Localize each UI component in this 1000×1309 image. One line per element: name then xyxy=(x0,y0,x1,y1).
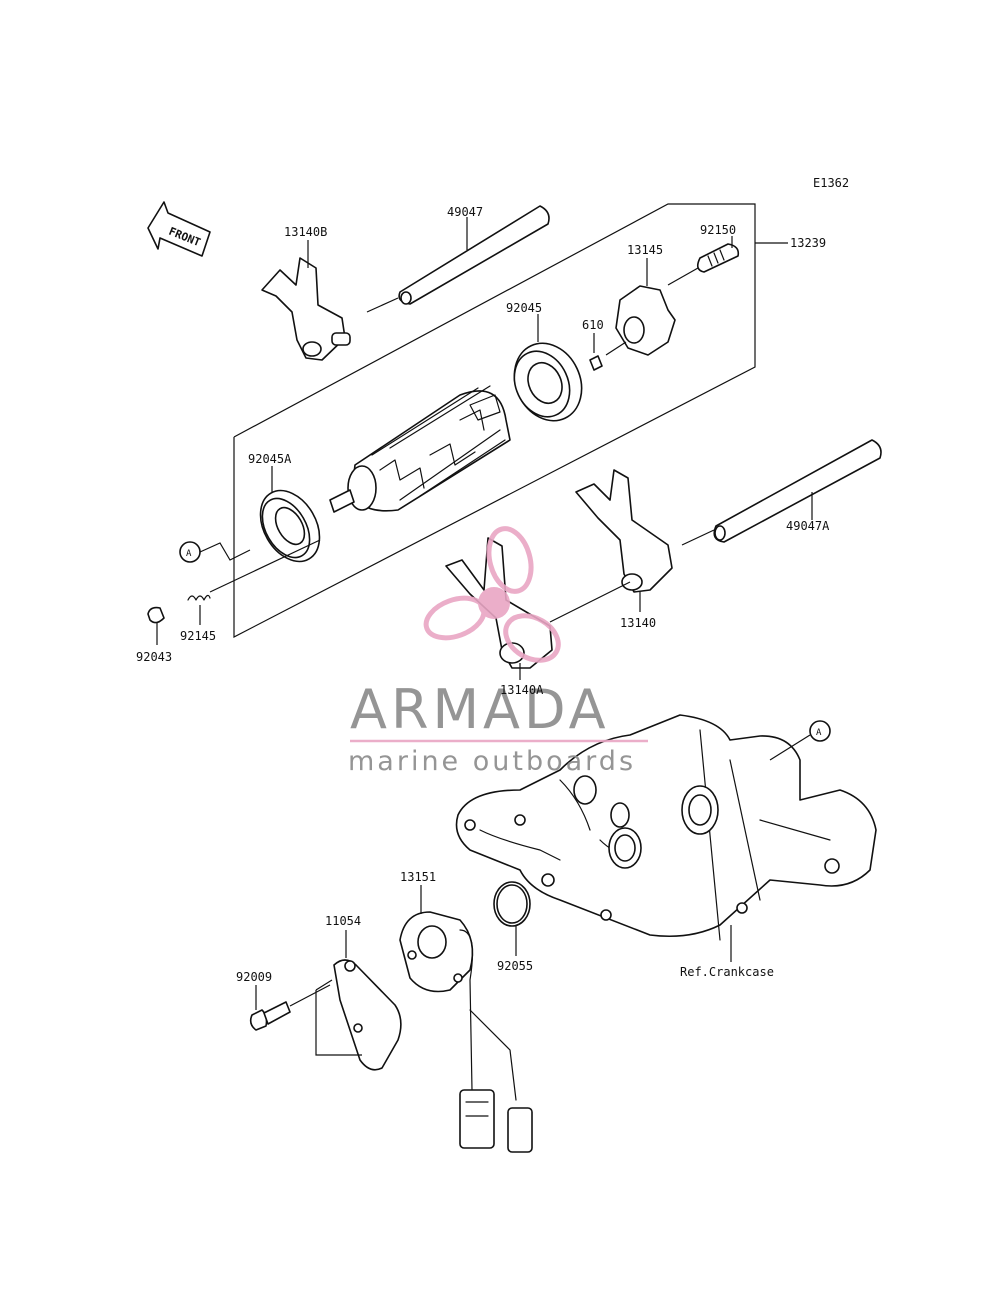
label-92045a: 92045A xyxy=(248,452,292,466)
label-92009: 92009 xyxy=(236,970,272,984)
label-92055: 92055 xyxy=(497,959,533,973)
bearing-92045 xyxy=(513,314,583,422)
propeller-logo-icon xyxy=(423,526,561,663)
label-13140a: 13140A xyxy=(500,683,544,697)
label-92043: 92043 xyxy=(136,650,172,664)
ref-mark-a-upper: A xyxy=(179,541,251,563)
label-13145: 13145 xyxy=(627,243,663,257)
part-labels: 13140B 49047 13145 92150 13239 92045 610… xyxy=(136,205,830,984)
bearing-92045a xyxy=(259,466,321,563)
label-610: 610 xyxy=(582,318,604,332)
label-49047: 49047 xyxy=(447,205,483,219)
bolt-92150 xyxy=(667,236,740,286)
ref-mark-a-lower: A xyxy=(769,720,831,761)
o-ring-92055 xyxy=(493,881,531,956)
drum-cam-13145 xyxy=(605,258,676,356)
watermark-tagline: marine outboards xyxy=(348,746,636,777)
shift-drum xyxy=(329,385,511,513)
label-13239: 13239 xyxy=(790,236,826,250)
watermark-brand: ARMADA xyxy=(350,678,610,741)
front-arrow-icon: FRONT xyxy=(147,201,211,257)
label-13140: 13140 xyxy=(620,616,656,630)
shift-rod-49047 xyxy=(366,205,550,313)
pin-610 xyxy=(589,333,603,371)
svg-text:A: A xyxy=(186,549,192,559)
shift-rod-49047a xyxy=(681,439,882,546)
label-11054: 11054 xyxy=(325,914,361,928)
label-13140b: 13140B xyxy=(284,225,327,239)
diagram-code: E1362 xyxy=(813,176,849,190)
plate-11054 xyxy=(315,930,402,1071)
svg-text:A: A xyxy=(816,728,822,738)
label-92150: 92150 xyxy=(700,223,736,237)
bolt-92009 xyxy=(249,984,331,1031)
assembly-bracket-13239 xyxy=(233,203,788,638)
shift-fork-13140b xyxy=(261,240,351,361)
sensor-13151 xyxy=(399,885,533,1153)
label-49047a: 49047A xyxy=(786,519,830,533)
crankcase xyxy=(455,714,877,962)
label-92145: 92145 xyxy=(180,629,216,643)
pin-92043 xyxy=(147,606,165,645)
shift-fork-13140 xyxy=(575,469,673,612)
spring-92145 xyxy=(187,539,321,625)
armada-watermark: ARMADA marine outboards xyxy=(348,526,648,777)
label-92045: 92045 xyxy=(506,301,542,315)
label-13151: 13151 xyxy=(400,870,436,884)
label-ref-crankcase: Ref.Crankcase xyxy=(680,965,774,979)
